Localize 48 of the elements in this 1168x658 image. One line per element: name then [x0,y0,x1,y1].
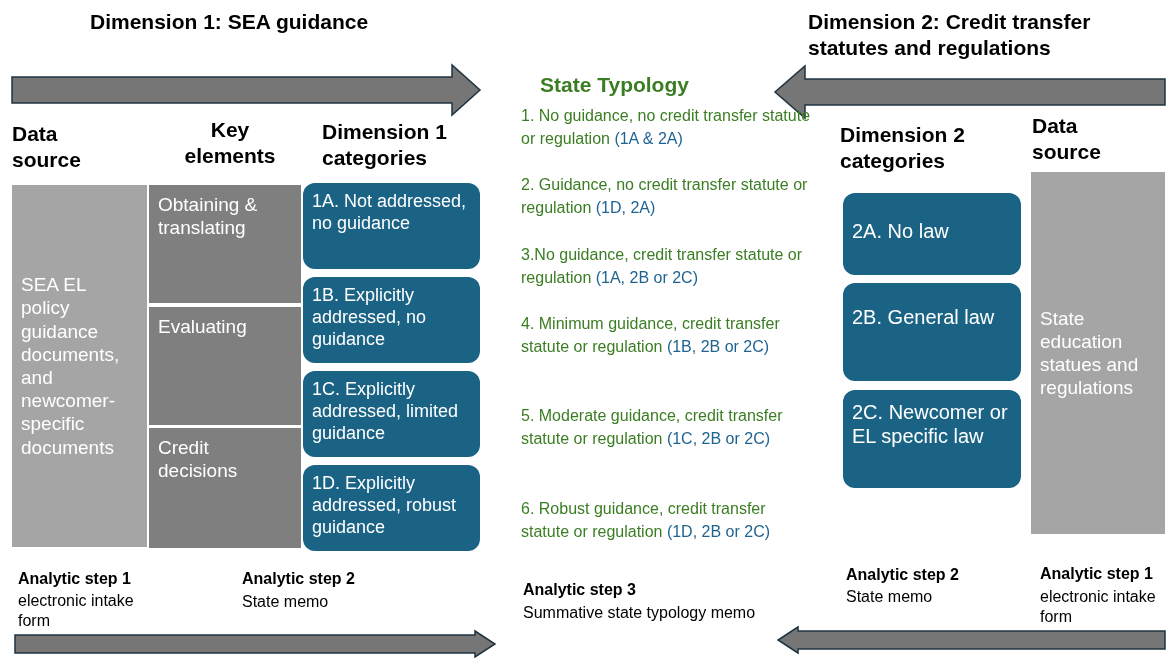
step-note: State memo [846,587,934,607]
box-text: 1D. Explicitly addressed, robust guidance [312,473,458,539]
step-note: Summative state typology memo [523,603,757,623]
step-heading: Analytic step 2 [846,565,960,585]
step-note: electronic intake form [18,591,135,631]
heading: Dimension 1: SEA guidance [90,9,370,35]
heading: Dimension 2: Credit transfer statutes and regulations [808,9,1092,62]
typology-item: 2. Guidance, no credit transfer statute or regulation (1D, 2A) [521,175,809,219]
step-heading: Analytic step 1 [18,569,132,589]
typology-item: 3.No guidance, credit transfer statute or regulation (1A, 2B or 2C) [521,245,804,289]
category-box [843,390,1021,488]
column-heading: Key elements [183,117,277,170]
step-heading: Analytic step 3 [523,580,637,600]
category-box [303,371,480,457]
key-element-box [149,307,301,425]
category-box [843,193,1021,275]
typology-item: 1. No guidance, no credit transfer statute or regulation (1A & 2A) [521,106,812,150]
box-text: 2B. General law [852,305,996,330]
box-text: SEA EL policy guidance documents, and newcomer-specific documents [21,273,121,459]
box-text: 2A. No law [852,219,950,244]
box-text: Evaluating [158,315,248,339]
typology-item: 4. Minimum guidance, credit transfer statute or regulation (1B, 2B or 2C) [521,314,781,358]
box-text: 1A. Not addressed, no guidance [312,191,468,235]
step-heading: Analytic step 2 [242,569,356,589]
category-box [843,283,1021,381]
typology-item: 6. Robust guidance, credit transfer statute or regulation (1D, 2B or 2C) [521,499,771,543]
category-box [303,277,480,363]
data-source-box [1031,172,1165,534]
data-source-box [12,185,147,547]
box-text: 1C. Explicitly addressed, limited guidance [312,379,460,445]
step-note: State memo [242,592,330,612]
column-heading: Dimension 2 categories [840,122,966,175]
category-box [303,465,480,551]
box-text: Credit decisions [158,436,239,483]
box-text: 1B. Explicitly addressed, no guidance [312,285,428,351]
column-heading: Data source [1032,113,1102,166]
box-text: Obtaining & translating [158,193,259,240]
section-title: State Typology [540,72,690,98]
step-heading: Analytic step 1 [1040,564,1154,584]
key-element-box [149,428,301,548]
column-heading: Data source [12,121,82,174]
box-text: State education statues and regulations [1040,306,1140,400]
column-heading: Dimension 1 categories [322,119,448,172]
category-box [303,183,480,269]
step-note: electronic intake form [1040,587,1157,627]
box-text: 2C. Newcomer or EL specific law [852,400,1009,449]
key-element-box [149,185,301,303]
typology-item: 5. Moderate guidance, credit transfer statute or regulation (1C, 2B or 2C) [521,406,784,450]
